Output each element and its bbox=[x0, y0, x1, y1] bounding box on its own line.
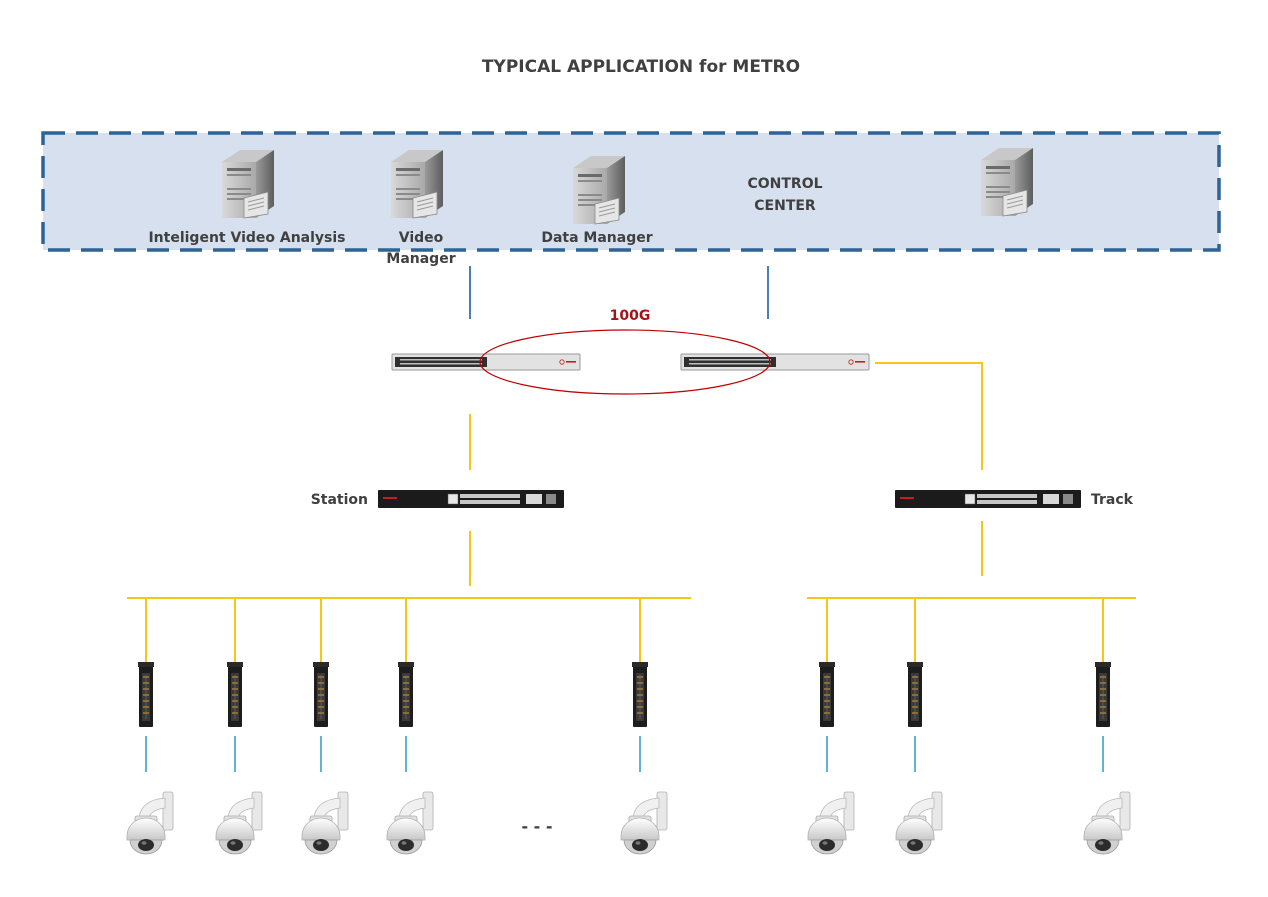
server-label-video-manager-line2: Manager bbox=[386, 251, 455, 267]
edge-branch bbox=[301, 598, 349, 855]
track-label: Track bbox=[1091, 492, 1134, 508]
control-center-label-line2: CENTER bbox=[754, 198, 816, 214]
edge-switch bbox=[137, 661, 155, 728]
server-video-manager bbox=[390, 149, 444, 219]
server-intelligent-video-analysis bbox=[221, 149, 275, 219]
more-devices-ellipsis: - - - bbox=[521, 817, 552, 836]
edge-branch bbox=[1083, 598, 1131, 855]
edge-branch bbox=[895, 598, 943, 855]
edge-switch bbox=[631, 661, 649, 728]
dome-camera bbox=[1083, 791, 1131, 855]
edge-switch bbox=[1094, 661, 1112, 728]
core-to-track-link bbox=[875, 362, 983, 470]
server-label-intelligent-video-analysis: Inteligent Video Analysis bbox=[148, 230, 345, 246]
server-unlabeled bbox=[980, 147, 1034, 217]
core-switch-left bbox=[391, 353, 581, 371]
edge-branch bbox=[126, 598, 174, 855]
dome-camera bbox=[126, 791, 174, 855]
edge-switch bbox=[226, 661, 244, 728]
edge-branch bbox=[620, 598, 668, 855]
core-switch-right bbox=[680, 353, 870, 371]
dome-camera bbox=[807, 791, 855, 855]
diagram-title: TYPICAL APPLICATION for METRO bbox=[482, 57, 800, 77]
control-center-label-line1: CONTROL bbox=[747, 176, 822, 192]
edge-switch bbox=[818, 661, 836, 728]
dome-camera bbox=[301, 791, 349, 855]
server-label-data-manager: Data Manager bbox=[541, 230, 652, 246]
edge-switch bbox=[312, 661, 330, 728]
aggregation-switch-station bbox=[377, 489, 565, 509]
station-label: Station bbox=[311, 492, 368, 508]
edge-switch bbox=[906, 661, 924, 728]
edge-switch bbox=[397, 661, 415, 728]
dome-camera bbox=[895, 791, 943, 855]
edge-branch bbox=[386, 598, 434, 855]
server-data-manager bbox=[572, 155, 626, 225]
edge-branch bbox=[215, 598, 263, 855]
aggregation-switch-track bbox=[894, 489, 1082, 509]
server-label-video-manager-line1: Video bbox=[399, 230, 444, 246]
dome-camera bbox=[386, 791, 434, 855]
dome-camera bbox=[215, 791, 263, 855]
ring-label: 100G bbox=[610, 308, 651, 324]
ring-100g bbox=[479, 329, 771, 395]
edge-branch bbox=[807, 598, 855, 855]
dome-camera bbox=[620, 791, 668, 855]
